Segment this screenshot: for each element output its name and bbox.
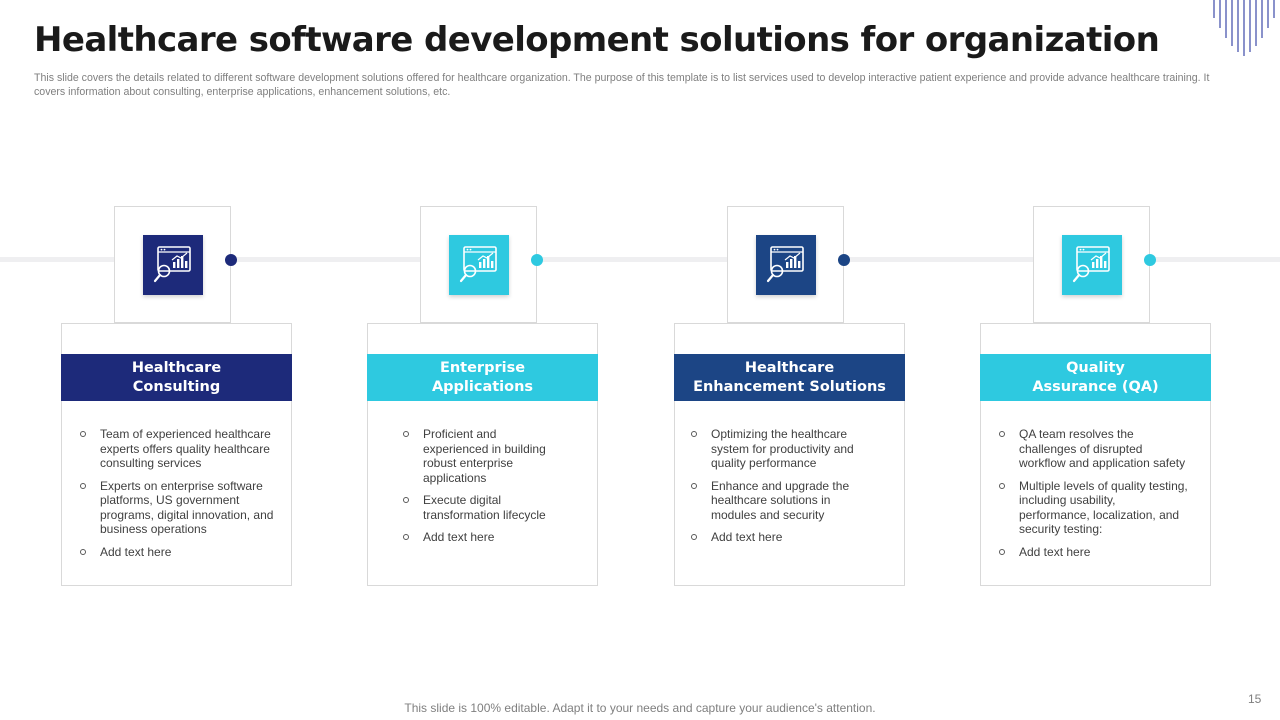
slide-subtitle: This slide covers the details related to… [34, 72, 1210, 98]
bullet-text: Add text here [711, 530, 783, 544]
timeline-dot [1144, 254, 1156, 266]
list-item: Team of experienced healthcare experts o… [80, 427, 275, 471]
card-header: Healthcare Enhancement Solutions [674, 354, 905, 401]
timeline-dot [838, 254, 850, 266]
list-item: Proficient and experienced in building r… [403, 427, 558, 485]
bullet-text: Execute digital transformation lifecycle [423, 493, 546, 522]
bullet-text: Proficient and experienced in building r… [423, 427, 546, 485]
list-item: Add text here [403, 530, 558, 545]
quality-assurance-icon-frame [1033, 206, 1150, 323]
bullet-list: Team of experienced healthcare experts o… [80, 427, 275, 567]
list-item: Add text here [80, 545, 275, 560]
card-title: Healthcare Consulting [131, 359, 222, 395]
healthcare-consulting-icon-frame [114, 206, 231, 323]
card-title: Healthcare Enhancement Solutions [693, 359, 886, 395]
bullet-circle-icon [999, 548, 1005, 555]
card-title: Enterprise Applications [431, 359, 534, 395]
bullet-list: Proficient and experienced in building r… [403, 427, 558, 553]
bullet-circle-icon [80, 548, 86, 555]
enterprise-applications-icon-frame [420, 206, 537, 323]
analytics-magnifier-icon [756, 235, 816, 295]
timeline-line [0, 257, 1280, 262]
bullet-circle-icon [80, 431, 86, 437]
bullet-circle-icon [691, 482, 697, 489]
timeline-dot [225, 254, 237, 266]
healthcare-enhancement-icon-frame [727, 206, 844, 323]
bullet-text: Multiple levels of quality testing, incl… [1019, 478, 1188, 537]
bullet-text: QA team resolves the challenges of disru… [1019, 427, 1186, 470]
bullet-text: Add text here [100, 544, 172, 559]
analytics-magnifier-icon [449, 235, 509, 295]
list-item: Add text here [691, 530, 861, 545]
bullet-circle-icon [691, 534, 697, 540]
bullet-circle-icon [403, 497, 409, 503]
analytics-magnifier-icon [143, 235, 203, 295]
bullet-circle-icon [403, 431, 409, 437]
analytics-magnifier-icon [1062, 235, 1122, 295]
list-item: Execute digital transformation lifecycle [403, 493, 558, 522]
bullet-text: Enhance and upgrade the healthcare solut… [711, 478, 850, 522]
bullet-list: Optimizing the healthcare system for pro… [691, 427, 861, 553]
list-item: Optimizing the healthcare system for pro… [691, 427, 861, 471]
bullet-text: Add text here [423, 530, 495, 544]
bullet-list: QA team resolves the challenges of disru… [999, 427, 1189, 567]
list-item: Add text here [999, 545, 1189, 560]
bullet-text: Optimizing the healthcare system for pro… [711, 427, 854, 470]
slide-title: Healthcare software development solution… [34, 20, 1160, 60]
quality-assurance-card: Quality Assurance (QA) QA team resolves t… [980, 323, 1211, 586]
bullet-circle-icon [403, 534, 409, 540]
bullet-text: Add text here [1019, 544, 1091, 559]
list-item: Enhance and upgrade the healthcare solut… [691, 479, 861, 523]
list-item: Experts on enterprise software platforms… [80, 479, 275, 537]
card-header: Healthcare Consulting [61, 354, 292, 401]
footer-note: This slide is 100% editable. Adapt it to… [404, 701, 876, 715]
bullet-circle-icon [999, 482, 1005, 489]
bullet-circle-icon [999, 431, 1005, 437]
bullet-circle-icon [691, 431, 697, 437]
card-header: Quality Assurance (QA) [980, 354, 1211, 401]
card-header: Enterprise Applications [367, 354, 598, 401]
bullet-text: Team of experienced healthcare experts o… [100, 427, 271, 470]
timeline-dot [531, 254, 543, 266]
list-item: Multiple levels of quality testing, incl… [999, 479, 1189, 537]
bullet-circle-icon [80, 482, 86, 489]
list-item: QA team resolves the challenges of disru… [999, 427, 1189, 471]
decorative-stripes [1213, 0, 1275, 56]
page-number: 15 [1248, 692, 1262, 706]
card-title: Quality Assurance (QA) [1032, 359, 1159, 395]
bullet-text: Experts on enterprise software platforms… [100, 478, 274, 537]
